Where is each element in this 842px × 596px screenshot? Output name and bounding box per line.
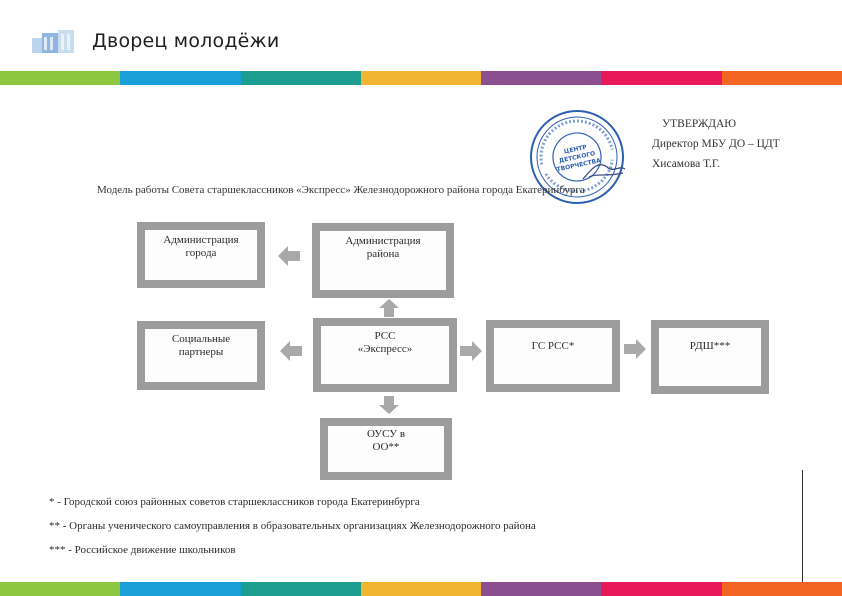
footnote-1: * - Городской союз районных советов стар… [49,496,420,508]
stripe-segment [360,582,482,596]
label-line: ГС РСС* [531,340,575,352]
box-gss-label: ГС РСС* [494,328,612,384]
official-stamp-icon: ЦЕНТР ДЕТСКОГО ТВОРЧЕСТВА [530,110,626,204]
label-line: района [366,248,400,260]
arrow-down-icon [379,396,399,414]
label-line: Администрация [163,234,239,246]
signature-icon [582,164,626,180]
box-rss: РСС«Экспресс» [313,318,457,392]
approval-block: УТВЕРЖДАЮ Директор МБУ ДО – ЦДТ Хисамова… [652,114,780,174]
header: Дворец молодёжи [0,0,842,70]
footnote-3: *** - Российское движение школьников [49,544,236,556]
stripe-segment [721,71,842,85]
color-stripe-top [0,71,842,85]
stripe-segment [120,582,241,596]
arrow-left-icon [278,246,300,266]
arrow-right-icon [460,341,482,361]
stripe-segment [481,582,602,596]
arrow-up-icon [379,299,399,317]
stripe-segment [601,71,722,85]
footnotes: * - Городской союз районных советов стар… [49,490,536,562]
box-rss-label: РСС«Экспресс» [321,326,449,384]
stripe-segment [240,71,361,85]
label-line: РСС [374,330,396,342]
stripe-segment [721,582,842,596]
label-line: города [185,247,217,259]
approval-signatory: Хисамова Т.Г. [652,158,721,170]
label-line: партнеры [178,346,224,358]
arrow-left-icon [280,341,302,361]
label-line: РДШ*** [689,340,731,352]
box-gss: ГС РСС* [486,320,620,392]
stripe-segment [360,71,482,85]
label-line: ОУСУ в [366,428,406,440]
stripe-segment [0,71,121,85]
stripe-segment [0,582,121,596]
label-line: Социальные [171,333,231,345]
color-stripe-bottom [0,582,842,596]
brand-name: Дворец молодёжи [92,30,280,52]
approval-position: Директор МБУ ДО – ЦДТ [652,138,780,150]
footnote-2: ** - Органы ученического самоуправления … [49,520,536,532]
approval-title: УТВЕРЖДАЮ [662,118,737,130]
stripe-segment [601,582,722,596]
stamp-text-1: ЦЕНТР [563,144,588,156]
box-rdsh: РДШ*** [651,320,769,394]
box-rdsh-label: РДШ*** [659,328,761,386]
stripe-segment [120,71,241,85]
label-line: «Экспресс» [357,343,413,355]
arrow-right-icon [624,339,646,359]
label-line: Администрация [345,235,421,247]
diagram-title: Модель работы Совета старшеклассников «Э… [97,184,585,196]
building-logo-icon [32,30,74,53]
stripe-segment [240,582,361,596]
label-line: ОО** [372,441,400,453]
page-edge-line [802,470,803,582]
stripe-segment [481,71,602,85]
